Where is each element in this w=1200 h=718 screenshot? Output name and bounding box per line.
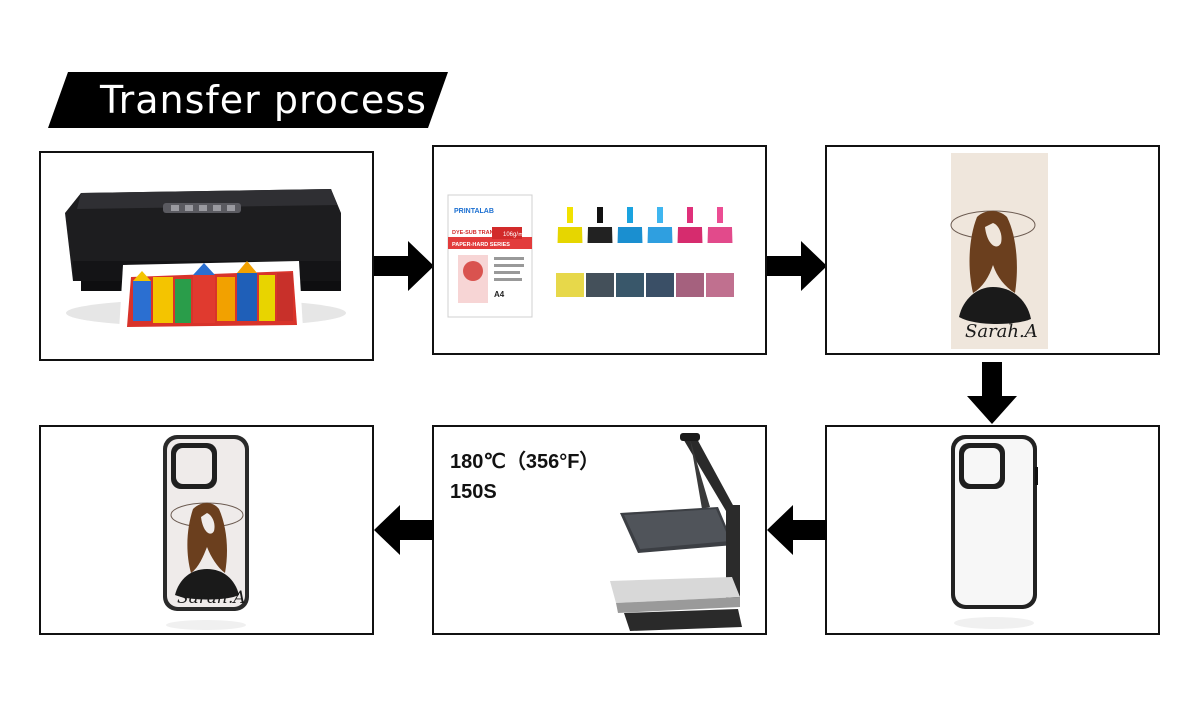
title-banner: Transfer process — [48, 72, 448, 128]
blank-case-image — [827, 427, 1158, 633]
design-image: Sarah.A — [827, 147, 1158, 353]
ink-bottle-light-cyan — [646, 207, 674, 297]
paper-ink-image: PRINTALAB DYE-SUB TRANSFER PAPER-HARD SE… — [434, 147, 765, 353]
arrow-left-icon — [767, 505, 827, 555]
ink-bottle-cyan — [616, 207, 644, 297]
finished-case-image: Sarah.A — [41, 427, 372, 633]
step-printer-box — [39, 151, 374, 361]
arrow-right-icon — [374, 241, 434, 291]
case-signature: Sarah.A — [177, 588, 246, 608]
paper-series-line2: PAPER-HARD SERIES — [452, 242, 510, 248]
step-design-box: Sarah.A — [825, 145, 1160, 355]
paper-weight: 106g/㎡ — [503, 230, 524, 238]
ink-bottle-black — [586, 207, 614, 297]
step-paper-ink-box: PRINTALAB DYE-SUB TRANSFER PAPER-HARD SE… — [432, 145, 767, 355]
design-signature: Sarah.A — [965, 321, 1038, 342]
paper-size: A4 — [494, 290, 505, 299]
step-heat-press-box: 180℃（356°F） 150S — [432, 425, 767, 635]
step-blank-case-box — [825, 425, 1160, 635]
page-title: Transfer process — [100, 76, 427, 124]
heat-press-image — [434, 427, 765, 633]
ink-bottle-light-magenta — [706, 207, 734, 297]
paper-series-line1: DYE-SUB TRANSFER — [452, 230, 508, 236]
printer-image — [41, 153, 372, 359]
ink-bottle-magenta — [676, 207, 704, 297]
step-finished-case-box: Sarah.A — [39, 425, 374, 635]
paper-brand: PRINTALAB — [454, 208, 494, 215]
ink-bottle-yellow — [556, 207, 584, 297]
arrow-left-icon — [374, 505, 434, 555]
arrow-right-icon — [767, 241, 827, 291]
arrow-down-icon — [967, 362, 1017, 424]
